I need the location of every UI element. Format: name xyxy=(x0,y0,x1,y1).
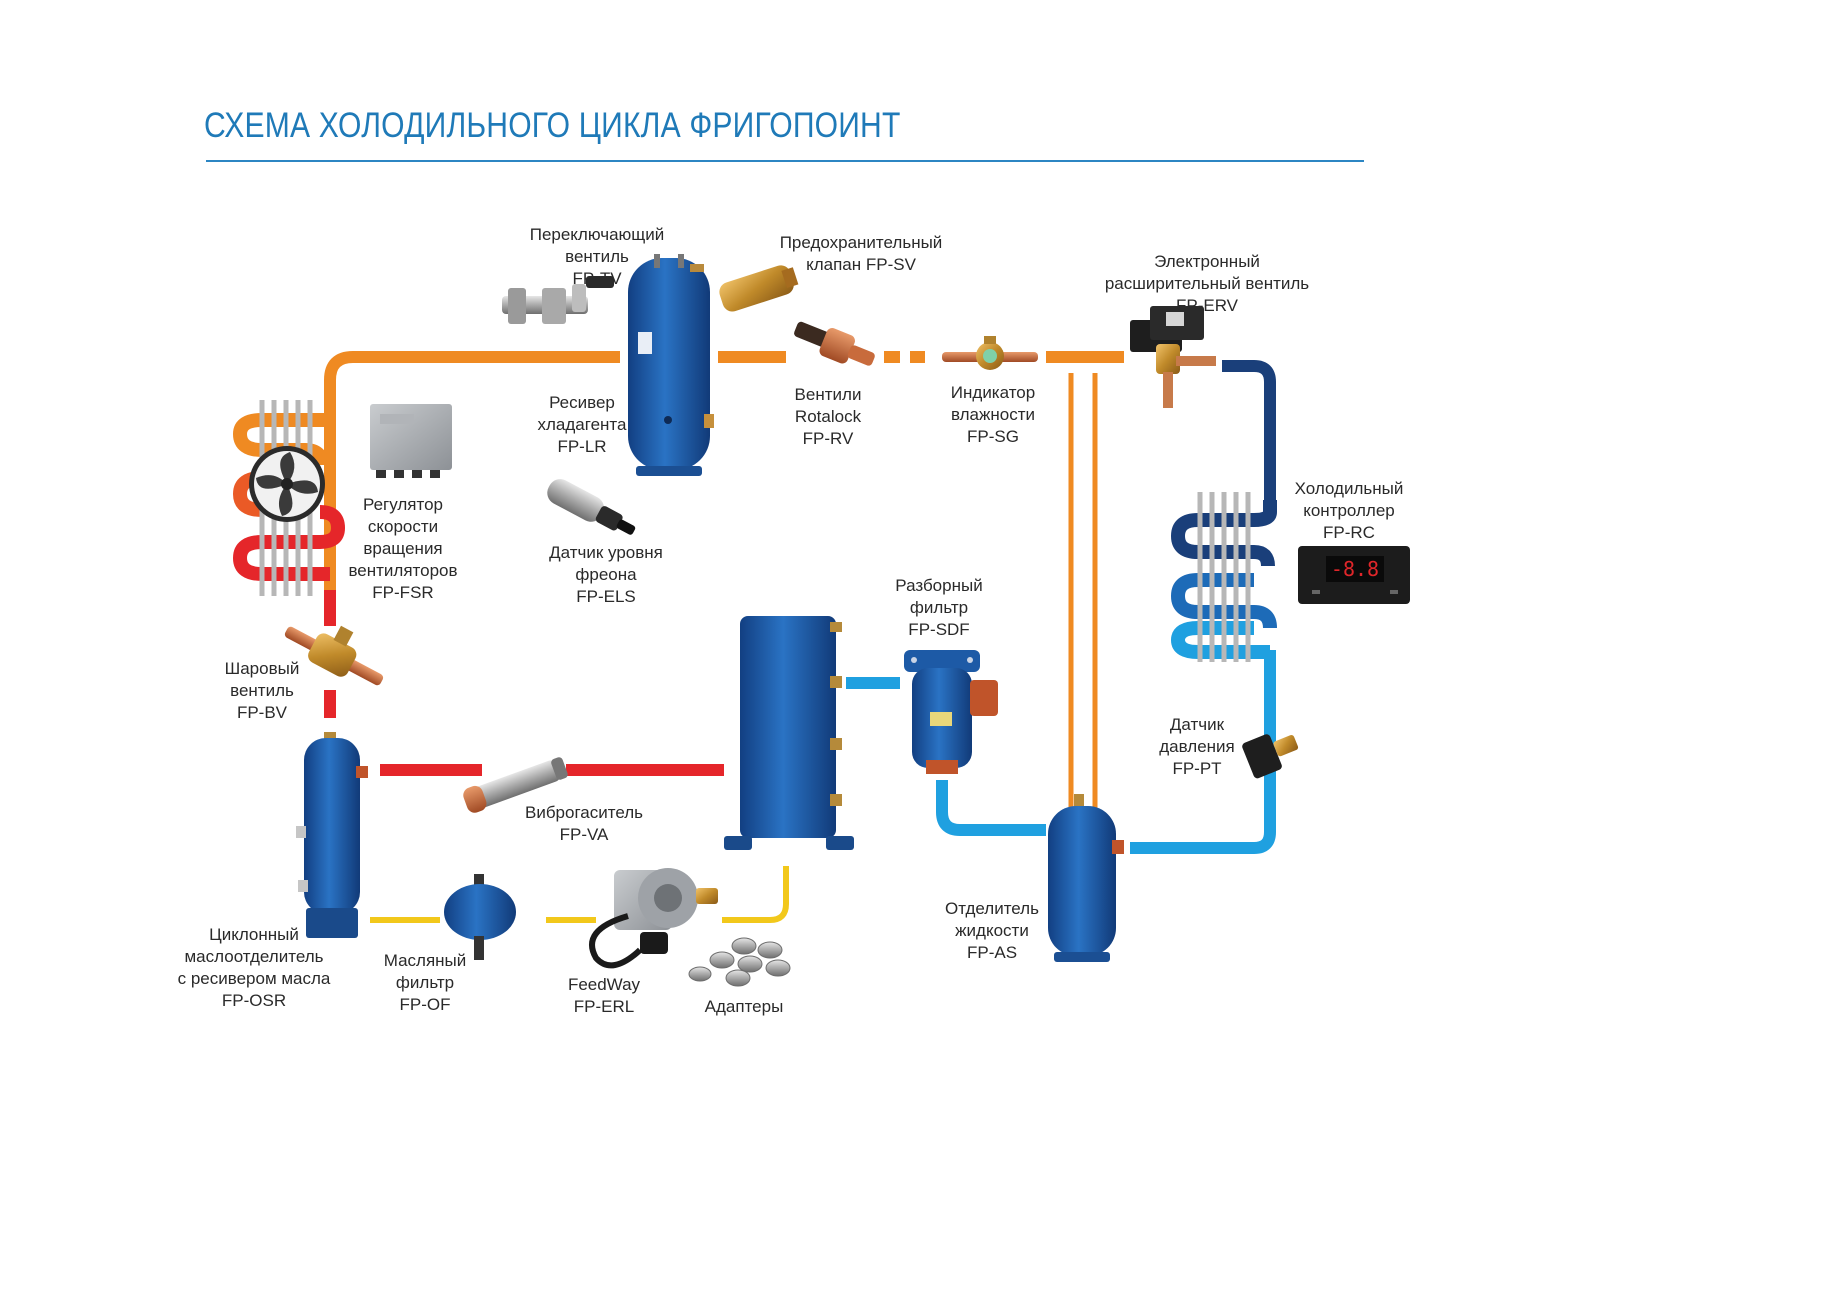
pressure-transducer-pt xyxy=(1242,734,1299,779)
orange-pipe-top xyxy=(324,351,620,618)
blue-pipe-sdf-as xyxy=(936,780,1046,836)
evaporator-tube-low xyxy=(1170,621,1270,659)
darkblue-pipe-erv-evaporator xyxy=(1222,360,1276,500)
safety-valve-sv xyxy=(719,265,799,312)
evaporator-tube xyxy=(1170,500,1277,567)
compressor-unit xyxy=(724,616,854,850)
vibration-absorber-va xyxy=(463,757,568,813)
page-title: СХЕМА ХОЛОДИЛЬНОГО ЦИКЛА ФРИГОПОИНТ xyxy=(204,106,901,145)
condenser-coil xyxy=(232,400,346,596)
oil-filter-of xyxy=(444,874,516,960)
refrigeration-controller-rc: -8.8 xyxy=(1298,546,1410,604)
switching-valve-tv xyxy=(502,276,614,324)
electronic-expansion-valve-erv xyxy=(1130,306,1216,408)
yellow-pipe-erl-comp xyxy=(722,866,789,923)
fan-icon xyxy=(249,446,325,522)
rotalock-valve-rv xyxy=(794,321,875,366)
blue-pipe-as-evaporator xyxy=(1130,650,1276,854)
label-adapters: Адаптеры xyxy=(704,997,784,1016)
refrigeration-cycle-diagram: -8.8 xyxy=(232,254,1410,987)
adapters xyxy=(688,937,791,987)
condenser-tube xyxy=(232,413,330,466)
suction-filter-sdf xyxy=(904,650,998,774)
oil-separator-osr xyxy=(296,732,368,938)
ball-valve-bv xyxy=(284,625,384,686)
oil-level-regulator-erl xyxy=(589,868,718,969)
suction-accumulator-as xyxy=(1048,794,1124,962)
evaporator-fins xyxy=(1197,492,1251,662)
title-underline xyxy=(206,160,1364,162)
fan-speed-regulator-fsr xyxy=(370,404,452,478)
evaporator-coil xyxy=(1170,492,1277,662)
sight-glass-sg xyxy=(942,336,1038,370)
evaporator-tube-mid xyxy=(1170,573,1277,629)
controller-display: -8.8 xyxy=(1331,557,1379,581)
liquid-receiver-lr xyxy=(628,254,714,476)
level-sensor-els xyxy=(547,479,636,535)
pipes xyxy=(324,351,1276,923)
